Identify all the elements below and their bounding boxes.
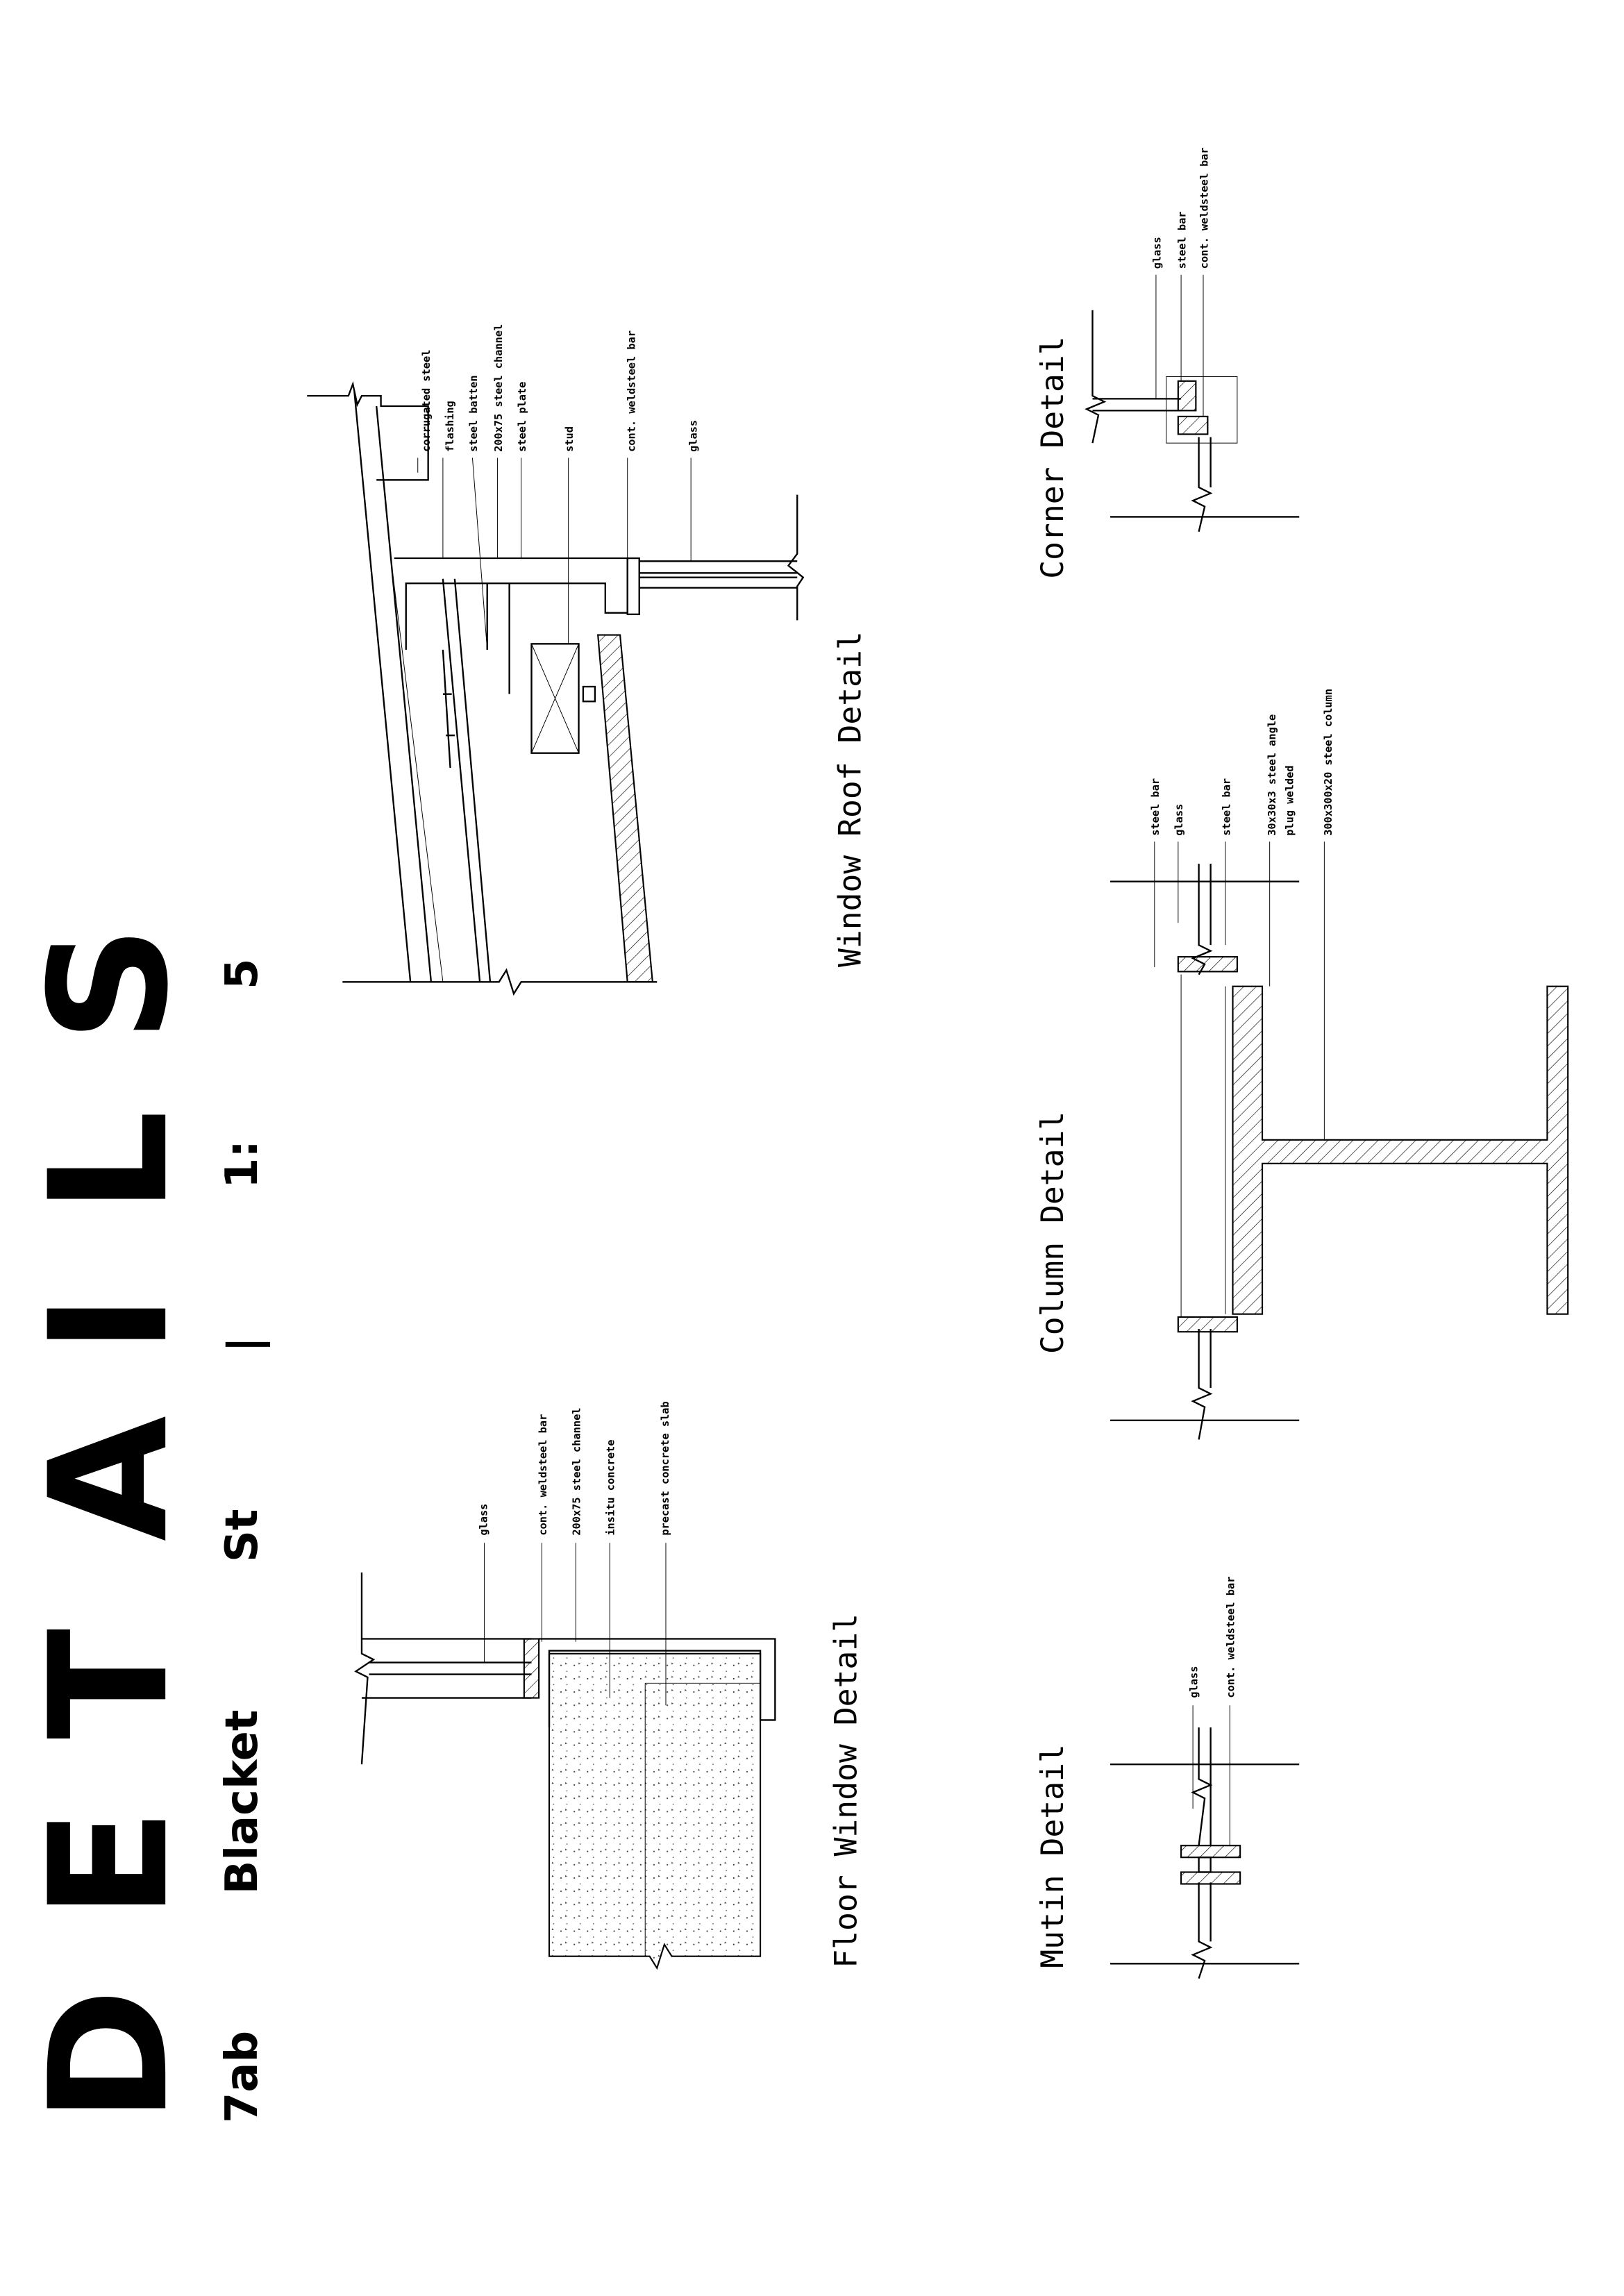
- scale-value: 5: [217, 959, 268, 989]
- column-detail-title: Column Detail: [1035, 1112, 1071, 1354]
- label-steel-bar: steel bar: [1175, 211, 1188, 269]
- label-weldsteel-bar: cont. weldsteel bar: [625, 330, 637, 452]
- column-detail: Column Detail steel bar glass steel bar …: [1035, 689, 1569, 1440]
- label-weldsteel-bar: cont. weldsteel bar: [1198, 147, 1210, 269]
- label-plug-welded: plug welded: [1284, 765, 1296, 835]
- label-weldsteel-bar: cont. weldsteel bar: [1225, 1577, 1237, 1698]
- column-drawing: [1110, 841, 1569, 1440]
- label-flashing: flashing: [444, 401, 456, 452]
- floor-window-drawing: [354, 1543, 776, 1970]
- label-steel-column: 300x300x20 steel column: [1322, 689, 1334, 836]
- label-corrugated-steel: corrugated steel: [420, 350, 433, 452]
- title-letter-l: L: [15, 1110, 204, 1214]
- label-steel-channel: 200x75 steel channel: [492, 324, 505, 452]
- title-letter-d: D: [15, 1988, 204, 2123]
- window-roof-drawing: [307, 380, 805, 996]
- corner-drawing: [1085, 274, 1300, 533]
- mutin-detail: Mutin Detail glass cont. weldsteel bar: [1035, 1577, 1300, 1979]
- window-roof-detail-title: Window Roof Detail: [832, 631, 869, 967]
- subtitle-number: 7ab: [217, 2031, 268, 2123]
- label-steel-bar: steel bar: [1220, 778, 1232, 836]
- title-letter-e: E: [15, 1809, 204, 1920]
- label-weldsteel-bar: cont. weldsteel bar: [537, 1414, 549, 1536]
- label-glass: glass: [687, 420, 700, 452]
- label-glass: glass: [1150, 237, 1163, 269]
- label-glass: glass: [1173, 804, 1185, 836]
- corner-detail: Corner Detail glass steel bar cont. weld…: [1035, 147, 1300, 579]
- subtitle-separator: |: [219, 1336, 271, 1352]
- label-glass: glass: [1187, 1666, 1200, 1698]
- label-glass: glass: [478, 1504, 490, 1536]
- label-insitu-concrete: insitu concrete: [605, 1440, 617, 1536]
- mutin-drawing: [1110, 1705, 1300, 1979]
- sheet-subtitle: 7ab Blacket St | 1: 5: [217, 959, 271, 2123]
- label-stud: stud: [563, 426, 576, 452]
- mutin-detail-title: Mutin Detail: [1035, 1744, 1071, 1968]
- label-steel-bar: steel bar: [1149, 778, 1162, 836]
- label-steel-channel: 200x75 steel channel: [571, 1407, 583, 1535]
- subtitle-suffix: St: [217, 1509, 268, 1562]
- corner-detail-title: Corner Detail: [1035, 336, 1071, 578]
- title-letter-s: S: [15, 925, 204, 1042]
- label-precast-slab: precast concrete slab: [659, 1401, 671, 1535]
- floor-window-detail: Floor Window Detail glass cont. weldstee…: [354, 1401, 864, 1970]
- title-letter-t: T: [15, 1629, 204, 1740]
- title-letter-a: A: [15, 1416, 204, 1541]
- title-letter-i: I: [15, 1293, 204, 1354]
- label-steel-plate: steel plate: [516, 382, 528, 452]
- floor-window-detail-title: Floor Window Detail: [828, 1614, 864, 1968]
- label-steel-batten: steel batten: [467, 375, 480, 452]
- sheet-title: D E T A I L S: [15, 925, 204, 2123]
- scale-prefix: 1:: [217, 1140, 268, 1189]
- window-roof-detail: Window Roof Detail corrugated steel flas…: [307, 324, 869, 996]
- subtitle-street: Blacket: [217, 1710, 268, 1895]
- label-steel-angle: 30x30x3 steel angle: [1266, 714, 1278, 836]
